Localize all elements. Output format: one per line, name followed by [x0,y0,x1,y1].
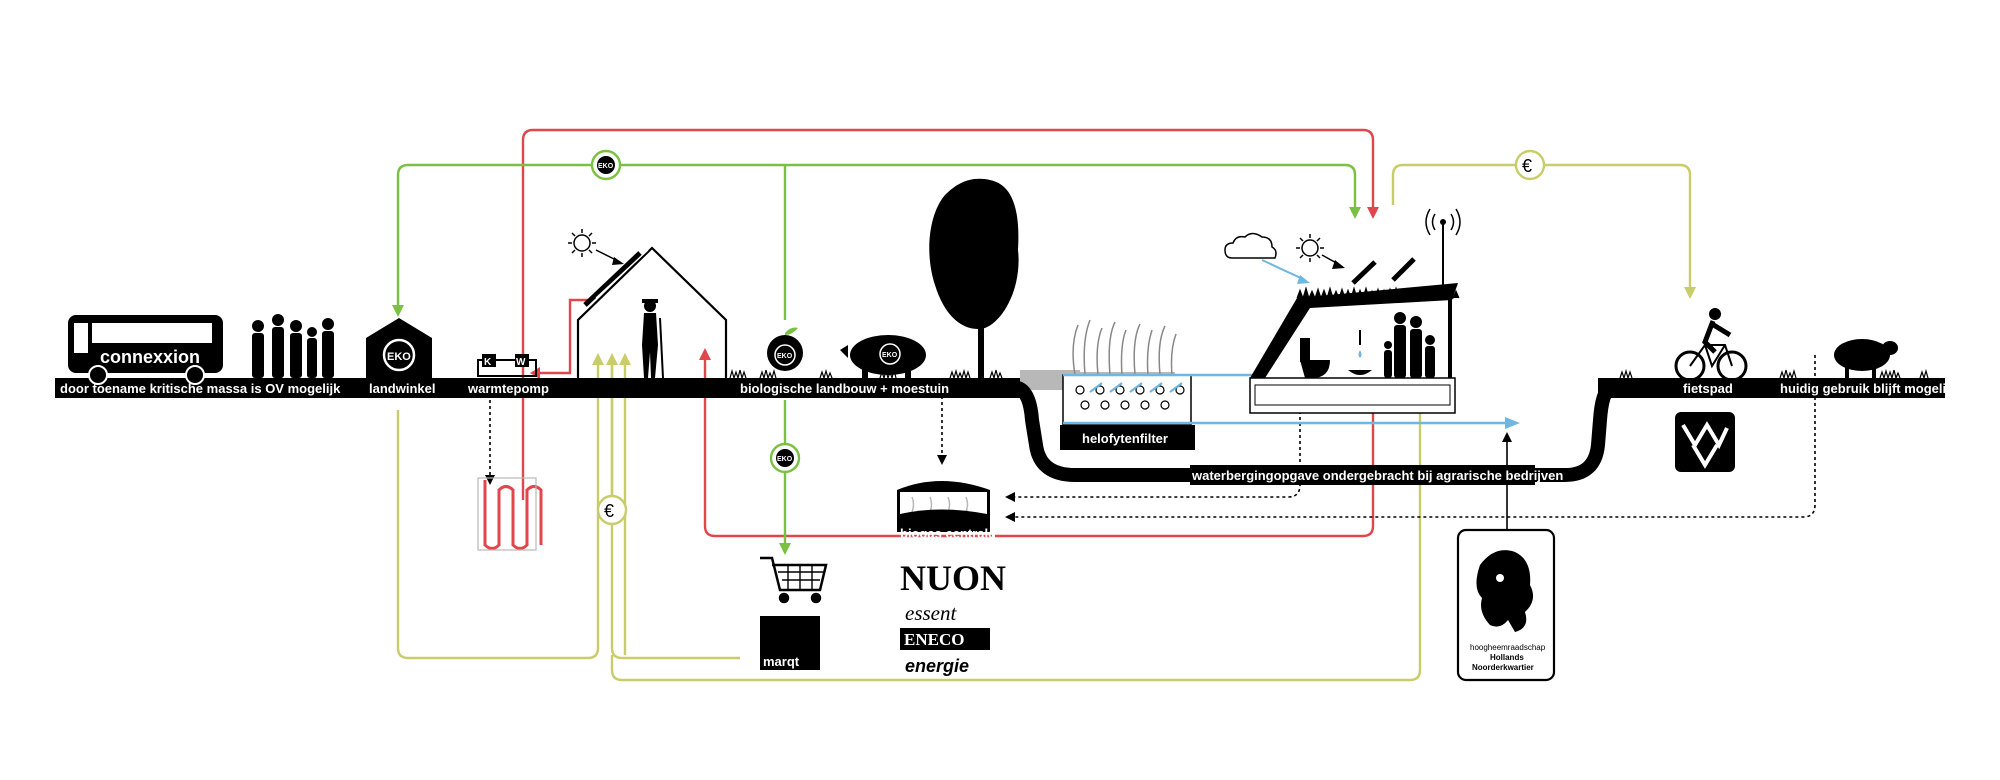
ground-bar-right [1598,378,1945,398]
flow-lines [392,128,1816,682]
cloud-icon [1224,232,1277,259]
yellow-flow-marqt [610,365,740,660]
pig-icon: EKO [840,335,926,378]
yellow-flow-bike [1391,163,1692,290]
hhnk-line-2: Hollands [1490,653,1524,662]
shopping-cart-icon [760,556,828,604]
euro-badge-bottom-text: € [604,501,614,521]
label-helofytenfilter: helofytenfilter [1082,431,1168,446]
red-flow-waterhouse [995,405,1375,538]
sun-arrowhead-2 [1332,260,1345,269]
house-icon [576,246,728,379]
landwinkel-shop-icon: EKO [366,318,432,378]
dotted-flows [489,355,1816,518]
waterberging-label-bg [1190,465,1535,485]
bus-icon: connexxion [68,315,223,385]
label-biogas: biogas centrale [900,526,995,541]
red-flow-biogas [703,355,992,538]
green-arrowhead-waterhouse [1349,207,1361,219]
euro-badge-top-text: € [1522,156,1532,176]
people-icon [252,314,334,378]
marqt-logo: marqt [760,616,820,670]
label-ov: door toename kritische massa is OV mogel… [60,381,341,396]
label-warmtepomp: warmtepomp [467,381,549,396]
eko-badge-top-text: EKO [598,163,614,170]
brand-connexxion: connexxion [100,347,200,367]
hhnk-line-3: Noorderkwartier [1472,663,1534,672]
green-roof-house-icon [1249,208,1461,414]
apple-eko-text: EKO [777,353,793,360]
label-landbouw: biologische landbouw + moestuin [740,381,949,396]
water-authority-arrowhead [1502,432,1512,442]
brand-marqt: marqt [763,654,800,669]
heat-coil-box [477,477,537,551]
eko-badge-mid-text: EKO [777,456,793,463]
red-arrowhead-biogas [699,348,711,360]
yellow-arrowhead-2 [606,353,618,365]
brand-nuon: NUON [900,558,1006,598]
dotted-arrowhead-biogas [937,455,947,465]
green-arrowhead-market [779,543,791,555]
grass [729,368,1929,381]
sun-arrowhead [612,257,624,265]
helofytenfilter-icon: helofytenfilter [1060,319,1195,450]
label-huidig: huidig gebruik blijft mogelijk [1780,381,1958,396]
red-flow-house [540,298,588,375]
vvv-logo [1675,412,1735,472]
sun-icon-2 [1296,234,1341,266]
label-landwinkel: landwinkel [369,381,435,396]
yellow-flow-winkel [396,365,600,660]
hhnk-line-1: hoogheemraadschap [1470,643,1546,652]
cyclist-icon [1674,308,1748,382]
ground-labels: door toename kritische massa is OV mogel… [60,381,1958,483]
dotted-arrowhead-2 [1005,512,1015,522]
euro-badge-bottom: € [596,494,628,526]
sheep-icon [1834,339,1898,378]
yellow-arrowhead-bike [1684,287,1696,299]
water-arrowhead [1505,417,1520,429]
water-authority-logo: hoogheemraadschap Hollands Noorderkwarti… [1456,528,1556,682]
pig-eko-text: EKO [882,352,898,359]
warmtepomp-icon: K W [477,354,537,377]
energy-brand-logos: NUON essent ENECO energie [900,558,1006,676]
red-flow-top [521,128,1375,500]
yellow-flow-water [610,405,1422,682]
eko-badge-top: EKO [590,149,622,181]
rain-arrowhead [1297,275,1310,284]
apple-eko-icon: EKO [767,327,803,371]
ground-bar-left [55,378,1020,398]
brand-essent: essent [905,601,957,625]
yellow-arrowhead-1 [592,353,604,365]
red-arrowhead-top [1367,207,1379,219]
rain-arrow [1261,259,1306,281]
euro-badge-top: € [1514,149,1546,181]
label-waterberging: waterbergingopgave ondergebracht bij agr… [1191,468,1563,483]
eko-badge-mid: EKO [769,442,801,474]
yellow-arrowhead-3 [619,353,631,365]
eko-shop-text: EKO [387,351,411,363]
label-fietspad: fietspad [1683,381,1733,396]
heating-coil [483,480,543,550]
biogas-centrale-icon: biogas centrale [897,481,995,541]
green-arrowhead-winkel [392,305,404,317]
green-flow-top [396,163,1357,305]
heatpump-k: K [484,357,492,368]
sun-icon [568,229,621,263]
dotted-arrowhead-1 [1005,492,1015,502]
heatpump-w: W [516,357,526,368]
tree-icon [929,178,1019,378]
brand-eneco: ENECO [904,630,964,649]
brand-energie: energie [905,656,969,676]
